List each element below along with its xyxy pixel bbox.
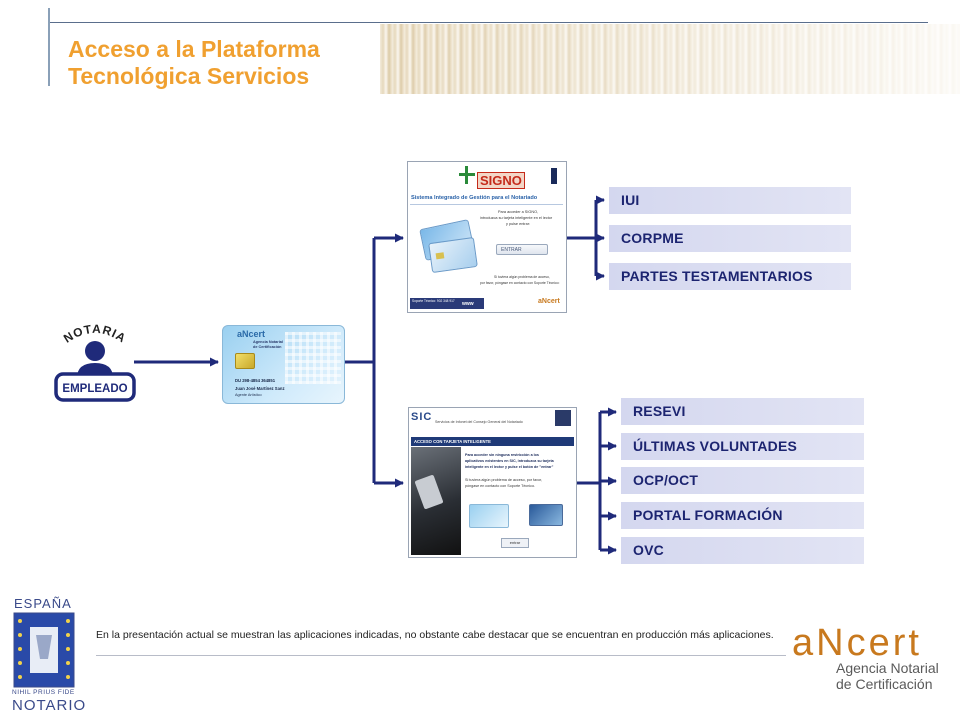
app-label-iui: IUI xyxy=(609,187,851,214)
sic-title-bar-label: ACCESO CON TARJETA INTELIGENTE xyxy=(414,439,491,444)
signo-help-2: por favor, póngase en contacto con Sopor… xyxy=(480,281,560,285)
smart-card: aNcert Agencia Notarial de Certificación… xyxy=(222,325,345,404)
signo-instr-1: Para acceder a SIGNO, xyxy=(498,210,539,214)
app-label-portal-formacion: PORTAL FORMACIÓN xyxy=(621,502,864,529)
header-decoration-band xyxy=(380,24,960,94)
footer-note: En la presentación actual se muestran la… xyxy=(96,629,774,641)
header-vertical-rule xyxy=(48,8,50,86)
card-issuer-line-1: Agencia Notarial xyxy=(253,340,283,344)
sic-help-1: Si tuviera algún problema de acceso, por… xyxy=(465,478,543,482)
empleado-label: EMPLEADO xyxy=(62,383,127,395)
signo-corner-emblem xyxy=(551,168,557,184)
page-title-line-2: Tecnológica Servicios xyxy=(68,63,310,89)
app-label-corpme: CORPME xyxy=(609,225,851,252)
signo-heading: Sistema Integrado de Gestión para el Not… xyxy=(411,195,538,201)
sic-header: Servicios de Infonet del Consejo General… xyxy=(435,420,523,424)
sic-help-2: póngase en contacto con Soporte Técnico. xyxy=(465,484,536,488)
signo-help-1: Si tuviera algún problema de acceso, xyxy=(494,275,550,279)
signo-logo: SIGNO xyxy=(477,172,525,189)
card-number: DU 298-4854 364851 xyxy=(235,378,276,383)
espana-logo-text: ESPAÑA xyxy=(14,596,72,611)
signo-footer-left: Soporte Técnico: 902 348 917 xyxy=(412,299,455,303)
signo-screenshot: SIGNO Sistema Integrado de Gestión para … xyxy=(407,161,567,313)
card-role: Agente Artístico xyxy=(235,393,262,397)
app-label-partes-testamentarios: PARTES TESTAMENTARIOS xyxy=(609,263,851,290)
sic-text-3: inteligente en el lector y pulse el botó… xyxy=(465,465,554,469)
page-title: Acceso a la Plataforma Tecnológica Servi… xyxy=(68,36,320,90)
sic-text-2: aplicativos existentes en SIC, introduzc… xyxy=(465,459,554,463)
app-label-ultimas-voluntades: ÚLTIMAS VOLUNTADES xyxy=(621,433,864,460)
signo-logo-box: SIGNO xyxy=(459,166,525,189)
card-holder: Juan José Martínez Sanz xyxy=(235,386,285,391)
sic-card-image-1 xyxy=(469,504,509,528)
header-rule xyxy=(48,22,928,23)
svg-text:NOTARIA: NOTARIA xyxy=(61,322,129,346)
notario-logo-text: NOTARIO xyxy=(12,697,87,714)
card-brand: aNcert xyxy=(237,329,266,339)
notaria-label: NOTARIA xyxy=(61,322,128,346)
signo-instr-3: y pulse entrar: xyxy=(506,222,531,226)
signo-instr-2: introduzca su tarjeta inteligente en el … xyxy=(480,216,553,220)
sic-card-reader-photo xyxy=(411,447,461,555)
card-issuer-line-2: de Certificación xyxy=(253,345,282,349)
ancert-subtitle-2: de Certificación xyxy=(836,676,933,692)
sic-enter-label: entrar xyxy=(509,540,521,545)
nihil-motto: NIHIL PRIUS FIDE xyxy=(12,689,75,696)
signo-enter-label: ENTRAR xyxy=(501,247,522,253)
sic-card-image-2 xyxy=(529,504,563,526)
sic-enter-button[interactable]: entrar xyxy=(501,538,529,548)
signo-enter-button[interactable]: ENTRAR xyxy=(496,244,548,255)
signo-footer-bar: Soporte Técnico: 902 348 917 www xyxy=(410,298,484,309)
ancert-subtitle-1: Agencia Notarial xyxy=(836,660,939,676)
sic-logo: SIC xyxy=(411,411,433,423)
app-label-resevi: RESEVI xyxy=(621,398,864,425)
sic-text-1: Para acceder sin ninguna restricción a l… xyxy=(465,453,539,457)
footer-rule xyxy=(96,655,786,656)
signo-divider xyxy=(410,204,563,205)
signo-footer-mid: www xyxy=(462,301,474,307)
app-label-ocp-oct: OCP/OCT xyxy=(621,467,864,494)
sic-corner-emblem xyxy=(555,410,571,426)
sic-title-bar: ACCESO CON TARJETA INTELIGENTE xyxy=(411,437,574,446)
page-title-line-1: Acceso a la Plataforma xyxy=(68,36,320,62)
sic-screenshot: SIC Servicios de Infonet del Consejo Gen… xyxy=(408,407,577,558)
user-icon: NOTARIA EMPLEADO xyxy=(54,322,136,402)
ancert-logo: aNcert xyxy=(792,622,922,664)
signo-brand: aNcert xyxy=(538,298,560,305)
card-grid-pattern xyxy=(285,332,341,384)
eu-flag-notary-emblem xyxy=(13,612,75,688)
signo-card-image-2 xyxy=(428,236,478,274)
card-chip xyxy=(235,353,255,369)
app-label-ovc: OVC xyxy=(621,537,864,564)
